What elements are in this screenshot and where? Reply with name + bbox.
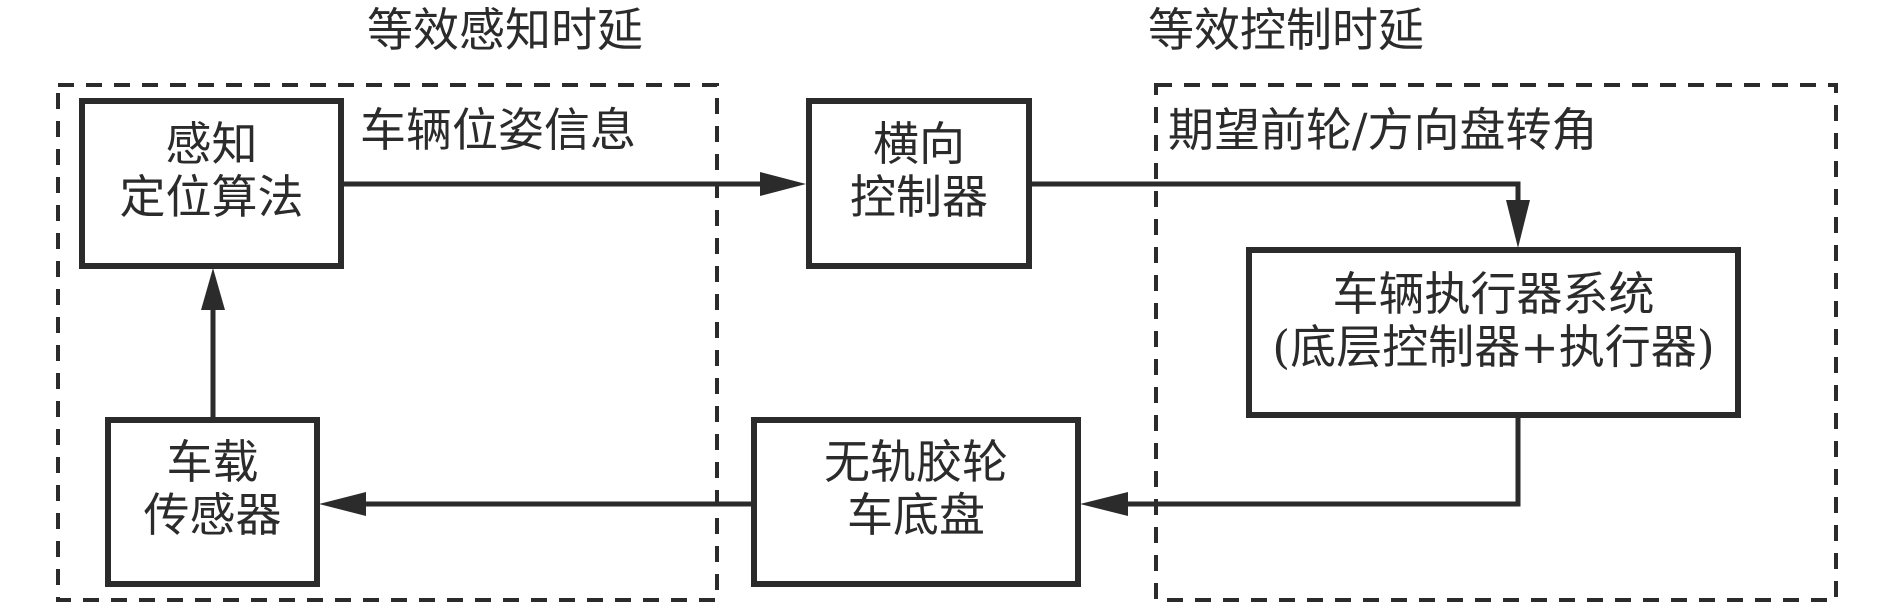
steering-angle-label: 期望前轮/方向盘转角 — [1168, 103, 1598, 157]
actuator-system-line2: (底层控制器+执行器) — [1272, 319, 1715, 374]
steering-line — [1029, 181, 1521, 225]
pose-info-label: 车辆位姿信息 — [360, 103, 636, 157]
perception-algorithm-line2: 定位算法 — [119, 169, 304, 224]
onboard-sensor-line2: 传感器 — [143, 487, 282, 542]
onboard-sensor-block — [105, 417, 320, 587]
onboard-sensor-line1: 车载 — [166, 435, 259, 489]
control-delay-region — [1154, 83, 1838, 602]
chassis-line1: 无轨胶轮 — [824, 435, 1008, 489]
lateral-controller-label: 横向 控制器 — [809, 118, 1029, 224]
lateral-controller-line1: 横向 — [873, 117, 965, 171]
actuator-to-chassis-arrowhead — [1080, 492, 1128, 516]
lateral-controller-line2: 控制器 — [850, 169, 988, 224]
perception-delay-title: 等效感知时延 — [367, 3, 643, 57]
chassis-line2: 车底盘 — [847, 487, 985, 542]
onboard-sensor-label: 车载 传感器 — [108, 436, 317, 542]
steering-arrowhead — [1506, 200, 1530, 248]
control-delay-title: 等效控制时延 — [1148, 3, 1424, 57]
actuator-to-chassis-line — [1105, 415, 1521, 507]
actuator-system-label: 车辆执行器系统 (底层控制器+执行器) — [1249, 268, 1738, 374]
actuator-system-block — [1246, 247, 1741, 418]
pose-info-arrowhead — [760, 172, 806, 196]
chassis-to-sensor-arrowhead — [319, 492, 366, 516]
perception-algorithm-label: 感知 定位算法 — [82, 118, 341, 224]
sensor-to-perception-arrowhead — [201, 268, 225, 310]
actuator-system-line1: 车辆执行器系统 — [1332, 267, 1655, 321]
chassis-label: 无轨胶轮 车底盘 — [754, 436, 1078, 542]
perception-algorithm-line1: 感知 — [165, 117, 258, 171]
lateral-controller-block — [806, 98, 1032, 269]
